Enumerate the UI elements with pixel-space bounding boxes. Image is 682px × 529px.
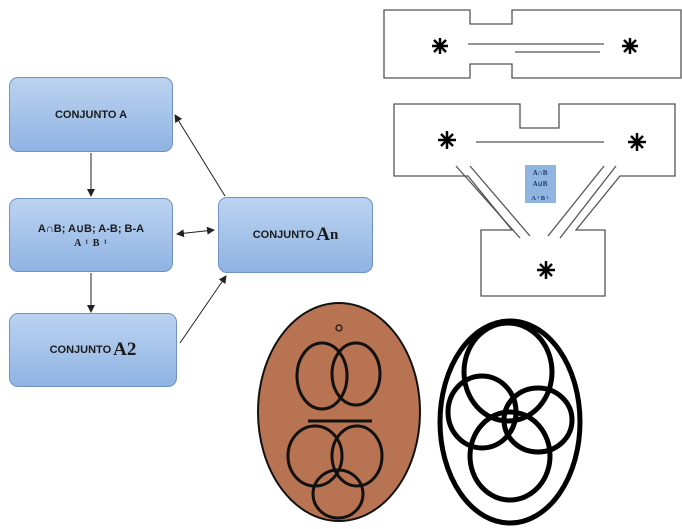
maze-label-line2: A∪B — [533, 180, 548, 188]
box-conjunto-an-exponent: n — [329, 226, 339, 243]
pendant-rings — [437, 318, 583, 526]
maze-top — [383, 9, 682, 79]
box-conjunto-an-base: A — [316, 224, 330, 245]
star-marker — [432, 38, 448, 54]
arrow-a2-to-an — [179, 275, 227, 344]
star-marker — [622, 38, 638, 54]
maze-y — [393, 103, 676, 297]
box-operations-line2: A ¹ B ¹ — [74, 237, 108, 249]
box-operations: A∩B; A∪B; A-B; B-A A ¹ B ¹ — [9, 198, 173, 272]
star-marker — [438, 131, 456, 149]
maze-label-line3: A ¹ B ¹ — [531, 195, 548, 202]
maze-center-tile — [525, 165, 556, 203]
pendant-brown — [257, 302, 421, 522]
arrow-an-to-a — [174, 114, 226, 197]
box-conjunto-a-label: CONJUNTO A — [54, 108, 128, 121]
box-conjunto-a2: CONJUNTO A2 — [9, 313, 177, 387]
box-conjunto-an-prefix: CONJUNTO — [252, 229, 315, 241]
box-conjunto-a: CONJUNTO A — [9, 77, 173, 152]
box-conjunto-a2-symbol: A2 — [113, 339, 137, 360]
arrow-ops-an-bidirectional — [176, 226, 215, 238]
maze-label-line1: A∩B — [533, 169, 548, 177]
star-marker — [628, 133, 646, 151]
box-conjunto-a2-prefix: CONJUNTO — [49, 344, 112, 356]
box-operations-line1: A∩B; A∪B; A-B; B-A — [37, 222, 145, 235]
star-marker — [537, 261, 555, 279]
